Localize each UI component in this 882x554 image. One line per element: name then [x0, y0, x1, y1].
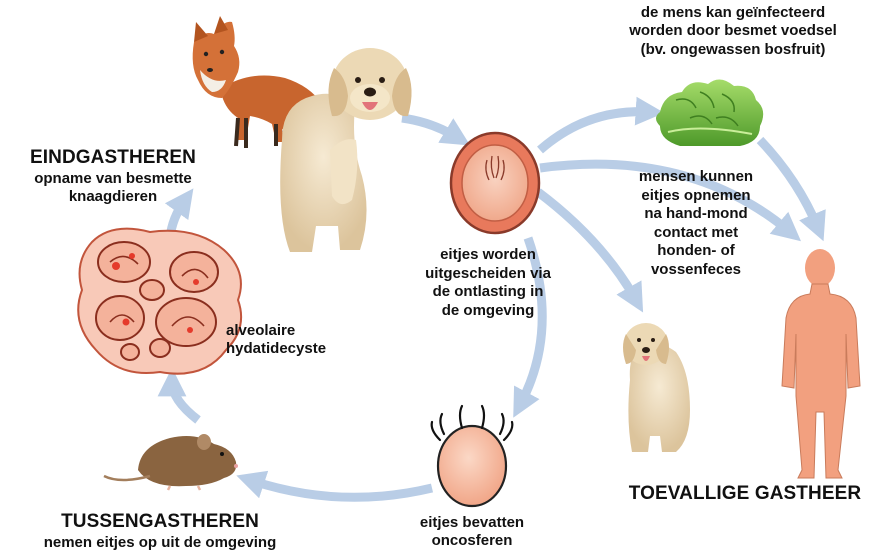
oncosphere-label: eitjes bevatten oncosferen: [392, 514, 552, 551]
arrow-oncosphere-to-mouse: [250, 480, 432, 497]
mouse-icon: [104, 434, 238, 490]
lettuce-icon: [656, 79, 763, 146]
definitive-hosts-title: EINDGASTHEREN: [0, 146, 226, 169]
cyst-icon: [78, 229, 241, 374]
definitive-hosts-desc: opname van besmette knaagdieren: [0, 170, 226, 207]
arrow-egg-to-lettuce: [540, 112, 650, 150]
dog-icon: [280, 48, 411, 252]
egg-icon: [451, 133, 539, 233]
arrow-mouse-to-cyst: [172, 382, 198, 420]
food-infection-label: de mens kan geïnfecteerd worden door bes…: [588, 4, 878, 59]
intermediate-hosts-desc: nemen eitjes op uit de omgeving: [8, 534, 312, 552]
eggs-excreted-label: eitjes worden uitgescheiden via de ontla…: [408, 246, 568, 320]
oncosphere-icon: [432, 406, 513, 506]
intermediate-hosts-title: TUSSENGASTHEREN: [12, 510, 308, 533]
hand-mouth-label: mensen kunnen eitjes opnemen na hand-mon…: [612, 168, 780, 280]
arrow-dog-to-egg: [402, 118, 458, 138]
cyst-label: alveolaire hydatidecyste: [226, 322, 326, 359]
small-dog-icon: [623, 323, 690, 452]
accidental-host-title: TOEVALLIGE GASTHEER: [612, 482, 878, 505]
human-silhouette-icon: [782, 249, 860, 478]
